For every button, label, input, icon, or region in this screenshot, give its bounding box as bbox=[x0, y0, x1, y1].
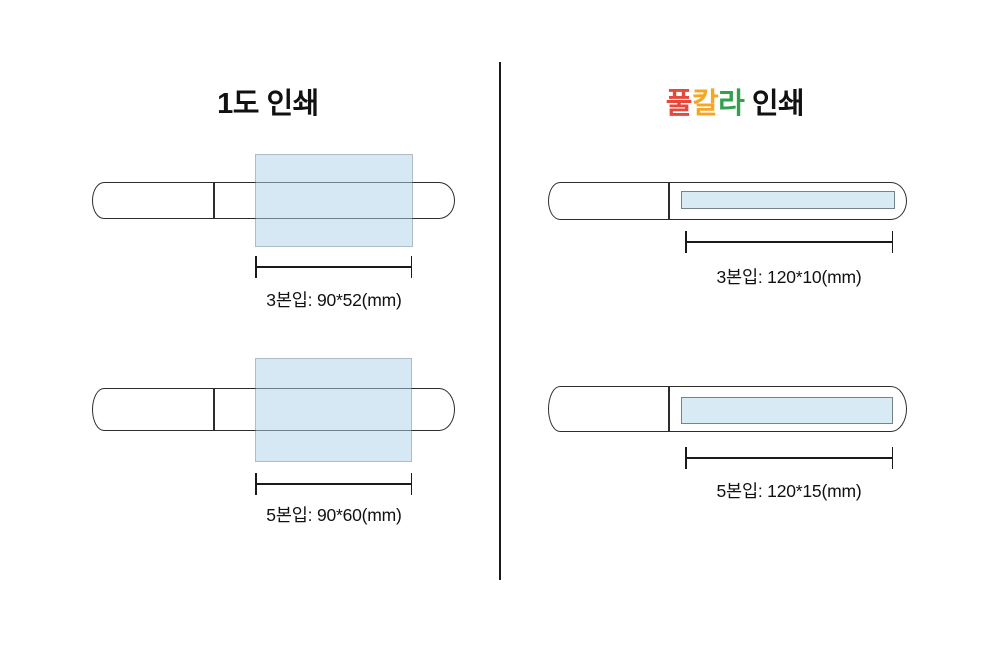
print-strip-3pack bbox=[681, 191, 895, 209]
title-char-green: 라 bbox=[718, 88, 745, 120]
dimension-line bbox=[255, 473, 412, 495]
title-char-orange: 칼 bbox=[691, 88, 719, 120]
dimension-tick-right bbox=[410, 256, 412, 278]
print-area-overlay-5pack bbox=[255, 358, 412, 462]
dimension-tick-right bbox=[891, 231, 893, 253]
pen-cap-divider-line bbox=[668, 386, 670, 432]
dimension-line-bar bbox=[685, 457, 893, 459]
title-char-red: 풀 bbox=[665, 88, 693, 120]
dimension-tick-right bbox=[891, 447, 893, 469]
print-area-overlay-3pack bbox=[255, 154, 413, 247]
dimension-line-bar bbox=[255, 266, 412, 268]
pen-cap-divider-line bbox=[668, 182, 670, 220]
center-divider-line bbox=[499, 62, 501, 580]
dimension-line bbox=[685, 447, 893, 469]
dimension-label-5pack-1color: 5본입: 90*60(mm) bbox=[266, 505, 402, 525]
title-text: 1도 인쇄 bbox=[217, 88, 319, 120]
dimension-line-bar bbox=[685, 241, 893, 243]
dimension-label-3pack-1color: 3본입: 90*52(mm) bbox=[266, 290, 402, 310]
pen-cap-divider-line bbox=[213, 182, 215, 219]
section-title-full-color: 풀칼라 인쇄 bbox=[585, 80, 885, 122]
dimension-label-5pack-fullcolor: 5본입: 120*15(mm) bbox=[716, 481, 862, 501]
dimension-line bbox=[685, 231, 893, 253]
title-text-black: 인쇄 bbox=[744, 88, 805, 120]
dimension-line bbox=[255, 256, 412, 278]
pen-cap-divider-line bbox=[213, 388, 215, 431]
section-title-one-color: 1도 인쇄 bbox=[118, 80, 418, 122]
print-strip-5pack bbox=[681, 397, 893, 424]
dimension-label-3pack-fullcolor: 3본입: 120*10(mm) bbox=[716, 267, 862, 287]
dimension-tick-right bbox=[410, 473, 412, 495]
dimension-line-bar bbox=[255, 483, 412, 485]
